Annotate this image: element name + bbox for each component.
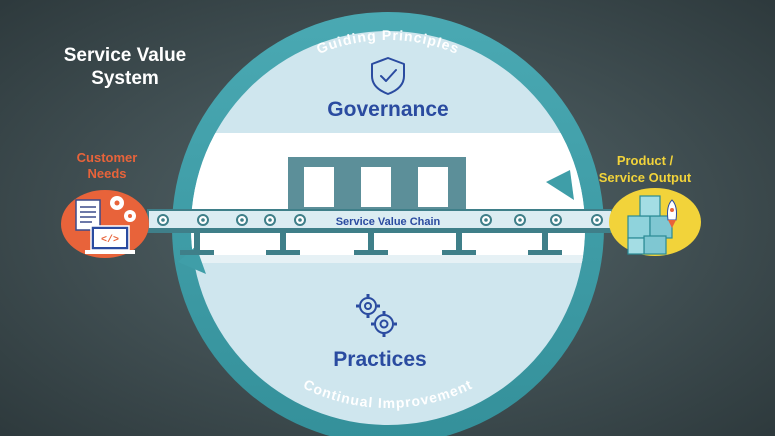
customer-line-2: Needs [52, 166, 162, 182]
code-glyph: </> [101, 234, 119, 246]
title-line-1: Service Value [30, 44, 220, 67]
laptop-code-icon: </> [85, 226, 135, 254]
customer-needs-label: Customer Needs [52, 150, 162, 182]
product-output-label: Product / Service Output [585, 152, 705, 186]
customer-needs-illustration: </> [61, 190, 149, 258]
value-chain-machine [288, 157, 466, 213]
output-line-1: Product / [585, 152, 705, 169]
diagram-title: Service Value System [30, 44, 220, 90]
service-value-chain-label: Service Value Chain [336, 216, 441, 228]
output-line-2: Service Output [585, 169, 705, 186]
governance-label: Governance [327, 98, 448, 121]
product-output-illustration [609, 188, 701, 256]
practices-label: Practices [333, 348, 426, 371]
customer-line-1: Customer [52, 150, 162, 166]
title-line-2: System [30, 67, 220, 90]
